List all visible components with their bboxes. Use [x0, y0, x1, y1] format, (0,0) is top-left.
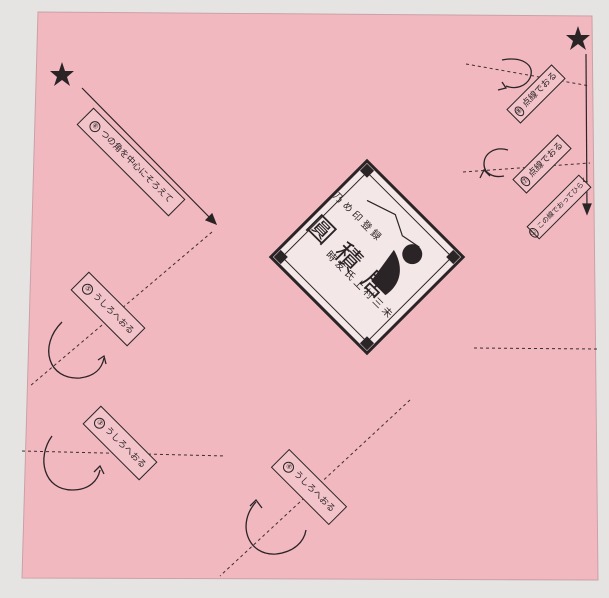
star-icon [566, 26, 590, 50]
fold-line-right-horizontal [473, 347, 598, 350]
fold-line-left-diagonal [29, 231, 213, 387]
stamp [268, 158, 466, 356]
arrow-head-icon [582, 203, 592, 216]
fold-line-right-upper [465, 63, 591, 87]
curved-arrow-icon [48, 321, 105, 379]
straight-arrow-icon [81, 87, 217, 225]
curved-arrow-icon [501, 58, 532, 89]
curved-arrow-icon [43, 435, 101, 491]
curved-arrow-icon [483, 148, 509, 178]
fold-line-bottom-diagonal [219, 399, 411, 577]
curved-arrow-icon [245, 501, 307, 555]
arrow-head-icon [204, 212, 218, 226]
star-icon [50, 62, 74, 86]
